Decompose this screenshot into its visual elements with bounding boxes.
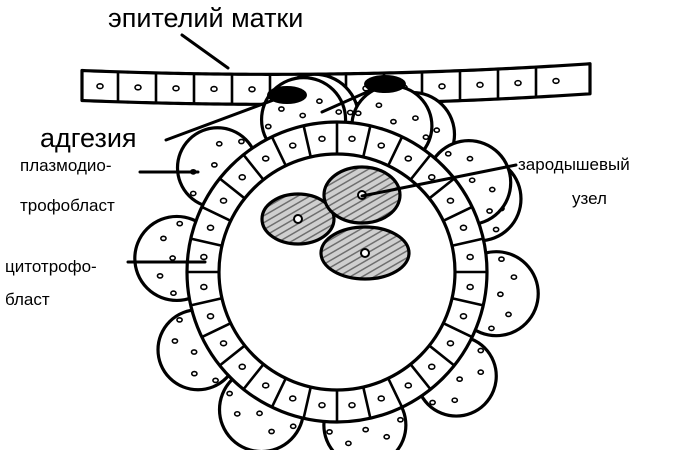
- label-cytotrophoblast-line1: цитотрофо-: [5, 258, 97, 275]
- label-embryo-node-line1: зародышевый: [518, 156, 630, 173]
- label-plasmodiotrophoblast-line2: трофобласт: [20, 197, 115, 214]
- epithelium-nucleus: [135, 85, 141, 90]
- label-embryo-node-line2: узел: [572, 190, 607, 207]
- epithelium-nucleus: [173, 86, 179, 91]
- label-uterus-epithelium: эпителий матки: [108, 5, 303, 32]
- label-adhesion: адгезия: [40, 125, 137, 152]
- epithelium-nucleus: [211, 87, 217, 92]
- embryo-node-nucleus: [361, 249, 369, 257]
- epithelium-nucleus: [477, 82, 483, 87]
- epithelium-nucleus: [439, 84, 445, 89]
- epithelium-nucleus: [97, 84, 103, 89]
- epithelium-nucleus: [553, 79, 559, 84]
- label-cytotrophoblast-line2: бласт: [5, 291, 50, 308]
- leader-uterus-epithelium: [182, 35, 228, 68]
- label-plasmodiotrophoblast-line1: плазмодио-: [20, 157, 111, 174]
- epithelium-nucleus: [515, 81, 521, 86]
- epithelium-nucleus: [249, 87, 255, 92]
- embryo-node-nucleus: [294, 215, 302, 223]
